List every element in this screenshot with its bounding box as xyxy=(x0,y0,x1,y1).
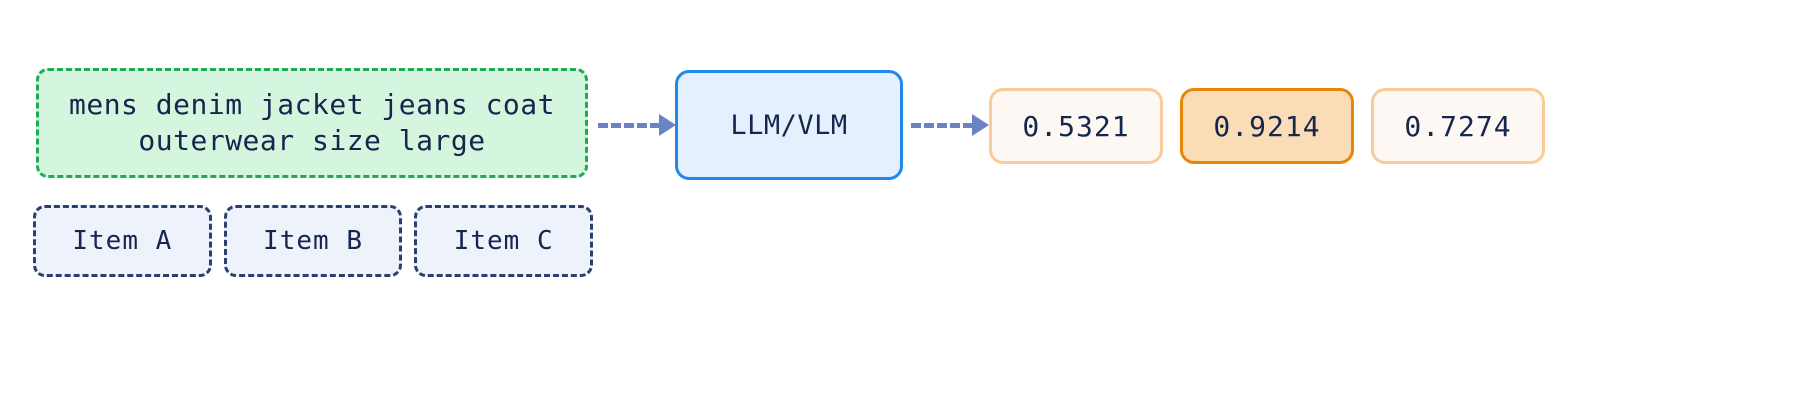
item-box-a: Item A xyxy=(33,205,212,277)
item-label-b: Item B xyxy=(263,226,363,256)
item-label-a: Item A xyxy=(72,226,173,256)
model-label: LLM/VLM xyxy=(730,109,848,141)
arrow-head xyxy=(972,114,989,136)
model-box: LLM/VLM xyxy=(675,70,903,180)
score-value-2: 0.9214 xyxy=(1213,109,1321,143)
query-box: mens denim jacket jeans coat outerwear s… xyxy=(36,68,588,178)
arrow-shaft xyxy=(911,122,973,128)
arrow-shaft xyxy=(598,122,660,128)
item-box-b: Item B xyxy=(223,205,403,277)
item-box-c: Item C xyxy=(414,205,594,277)
candidate-items-row: Item A Item B Item C xyxy=(33,205,594,277)
arrow-model-to-scores-icon xyxy=(911,114,989,136)
score-box-2: 0.9214 xyxy=(1180,88,1354,164)
score-box-1: 0.5321 xyxy=(989,88,1163,164)
score-value-3: 0.7274 xyxy=(1404,109,1512,143)
item-label-c: Item C xyxy=(453,226,554,256)
score-value-1: 0.5321 xyxy=(1022,109,1130,143)
arrow-input-to-model-icon xyxy=(598,114,676,136)
arrow-head xyxy=(659,114,676,136)
score-box-3: 0.7274 xyxy=(1371,88,1545,164)
scores-row: 0.5321 0.9214 0.7274 xyxy=(989,88,1545,164)
query-text: mens denim jacket jeans coat outerwear s… xyxy=(68,88,555,157)
